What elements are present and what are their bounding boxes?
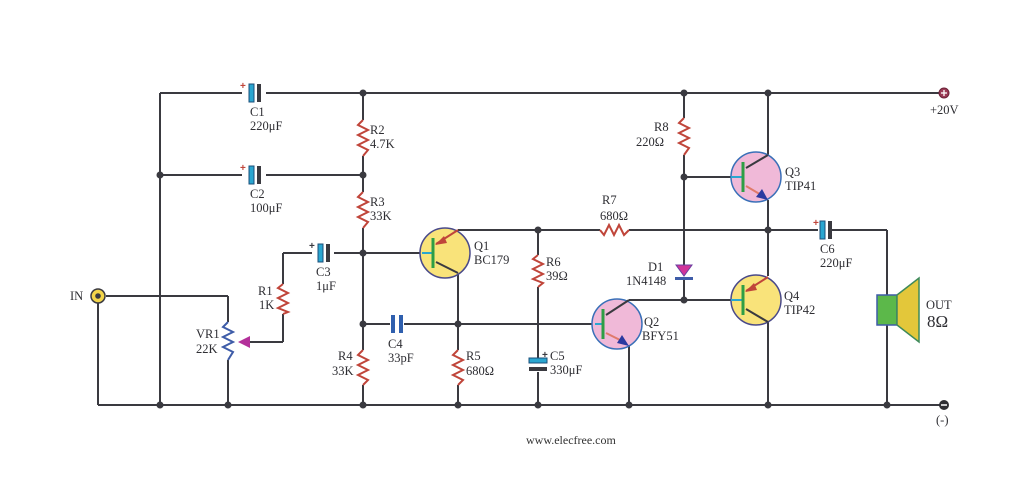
diode-d1: D1 1N4148	[626, 260, 693, 288]
vr1-ref: VR1	[196, 327, 220, 341]
q1-ref: Q1	[474, 239, 489, 253]
svg-text:+: +	[240, 163, 246, 174]
output-label: OUT	[926, 298, 952, 312]
input-label: IN	[70, 289, 83, 303]
r2-ref: R2	[370, 123, 385, 137]
r7-value: 680Ω	[600, 209, 628, 223]
svg-text:+: +	[309, 241, 315, 252]
q4-ref: Q4	[784, 289, 800, 303]
c1-value: 220μF	[250, 119, 282, 133]
c2-ref: C2	[250, 187, 265, 201]
r4-ref: R4	[338, 349, 353, 363]
r8-ref: R8	[654, 120, 669, 134]
r2-value: 4.7K	[370, 137, 395, 151]
capacitor-c3: + C3 1μF	[309, 241, 336, 293]
svg-text:+: +	[542, 350, 548, 361]
svg-text:+: +	[813, 218, 819, 229]
vr1-value: 22K	[196, 342, 218, 356]
capacitor-c1: + C1 220μF	[240, 81, 282, 133]
c3-value: 1μF	[316, 279, 336, 293]
resistor-r7: R7 680Ω	[599, 193, 630, 238]
r1-value: 1K	[259, 298, 274, 312]
r1-ref: R1	[258, 284, 273, 298]
q2-ref: Q2	[644, 315, 659, 329]
r3-value: 33K	[370, 209, 392, 223]
svg-text:+: +	[240, 81, 246, 92]
potentiometer-vr1: VR1 22K	[196, 321, 250, 361]
capacitor-c4: C4 33pF	[388, 315, 414, 365]
d1-value: 1N4148	[626, 274, 666, 288]
q3-value: TIP41	[785, 179, 816, 193]
speaker: OUT 8Ω	[876, 276, 952, 344]
r7-ref: R7	[602, 193, 617, 207]
negative-terminal: (-)	[936, 400, 949, 427]
resistor-r4: R4 33K	[332, 349, 371, 386]
q3-ref: Q3	[785, 165, 800, 179]
resistor-r3: R3 33K	[355, 191, 392, 229]
junctions	[156, 89, 891, 409]
negative-supply-label: (-)	[936, 413, 949, 427]
positive-supply-label: +20V	[930, 103, 959, 117]
c6-value: 220μF	[820, 256, 852, 270]
resistor-r6: R6 39Ω	[530, 254, 568, 288]
resistor-r5: R5 680Ω	[450, 349, 494, 386]
transistor-q2: Q2 BFY51	[591, 298, 679, 350]
r8-value: 220Ω	[636, 135, 664, 149]
resistor-r8: R8 220Ω	[636, 117, 692, 156]
c5-value: 330μF	[550, 363, 582, 377]
r6-value: 39Ω	[546, 269, 568, 283]
transistor-q1: Q1 BC179	[419, 227, 509, 279]
r5-value: 680Ω	[466, 364, 494, 378]
wires	[97, 92, 940, 406]
resistor-r2: R2 4.7K	[355, 119, 395, 157]
c4-ref: C4	[388, 337, 403, 351]
capacitor-c2: + C2 100μF	[240, 163, 282, 215]
r6-ref: R6	[546, 255, 561, 269]
r4-value: 33K	[332, 364, 354, 378]
q4-value: TIP42	[784, 303, 815, 317]
transistor-q3: Q3 TIP41	[730, 151, 816, 203]
d1-ref: D1	[648, 260, 663, 274]
r5-ref: R5	[466, 349, 481, 363]
q1-value: BC179	[474, 253, 509, 267]
transistor-q4: Q4 TIP42	[730, 274, 815, 326]
c1-ref: C1	[250, 105, 265, 119]
input-jack: IN	[70, 288, 106, 304]
r3-ref: R3	[370, 195, 385, 209]
q2-value: BFY51	[642, 329, 679, 343]
output-impedance: 8Ω	[927, 312, 948, 331]
c5-ref: C5	[550, 349, 565, 363]
positive-terminal: +20V	[930, 87, 959, 117]
capacitor-c6: + C6 220μF	[813, 218, 852, 270]
resistor-r1: R1 1K	[258, 283, 291, 315]
c3-ref: C3	[316, 265, 331, 279]
c4-value: 33pF	[388, 351, 414, 365]
capacitor-c5: + C5 330μF	[528, 349, 582, 377]
c6-ref: C6	[820, 242, 835, 256]
c2-value: 100μF	[250, 201, 282, 215]
footer-url: www.elecfree.com	[526, 433, 617, 447]
